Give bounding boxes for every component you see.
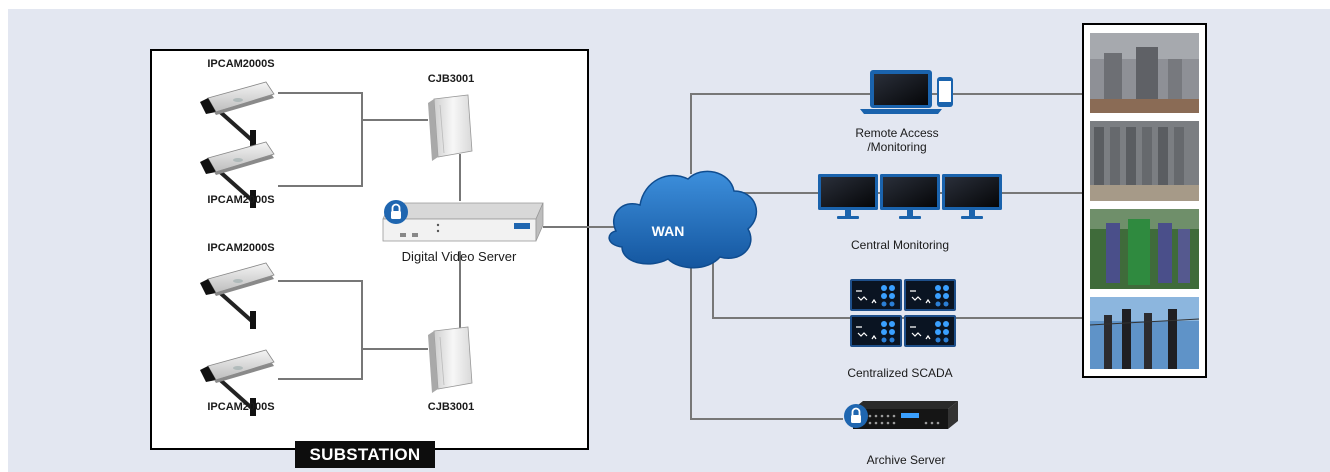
junction-box-label: CJB3001 [427, 73, 475, 85]
substation-badge: SUBSTATION [295, 441, 435, 468]
monitor-icon [880, 174, 940, 219]
scada-label: Centralized SCADA [847, 366, 953, 380]
central-monitoring-label: Central Monitoring [850, 238, 950, 252]
substation-wiring [278, 92, 461, 380]
junction-box-icon [427, 94, 473, 162]
substation-photo-1 [1090, 33, 1199, 113]
archive-server-icon [853, 401, 958, 429]
substation-photo-4 [1089, 297, 1200, 369]
video-server-icon [382, 202, 544, 242]
scada-panel-icon [903, 314, 957, 348]
video-server-label: Digital Video Server [401, 249, 517, 264]
camera-label: IPCAM2000S [207, 58, 275, 70]
laptop-icon [860, 70, 942, 114]
remote-access-label: Remote Access [855, 126, 939, 140]
substation-photo-2 [1090, 121, 1199, 201]
camera-label: IPCAM2000S [207, 242, 275, 254]
remote-access-label-line2: /Monitoring [867, 140, 927, 154]
wan-label: WAN [651, 223, 685, 239]
scada-panel-icon [849, 278, 903, 312]
junction-box-label: CJB3001 [427, 401, 475, 413]
scada-panel-icon [849, 314, 903, 348]
diagram-svg [150, 23, 1207, 450]
phone-icon [937, 77, 953, 107]
lock-icon [843, 403, 869, 429]
junction-box-icon [427, 326, 473, 394]
substation-photo-3 [1090, 209, 1199, 289]
camera-label: IPCAM2000S [207, 194, 275, 206]
wan-cloud-icon [608, 170, 758, 269]
diagram-canvas: IPCAM2000S IPCAM2000S IPCAM2000S IPCAM20… [8, 9, 1330, 472]
monitor-icon [942, 174, 1002, 219]
archive-server-label: Archive Server [866, 453, 946, 467]
camera-label: IPCAM2000S [207, 401, 275, 413]
monitor-icon [818, 174, 878, 219]
scada-panel-icon [903, 278, 957, 312]
lock-icon [383, 199, 409, 225]
